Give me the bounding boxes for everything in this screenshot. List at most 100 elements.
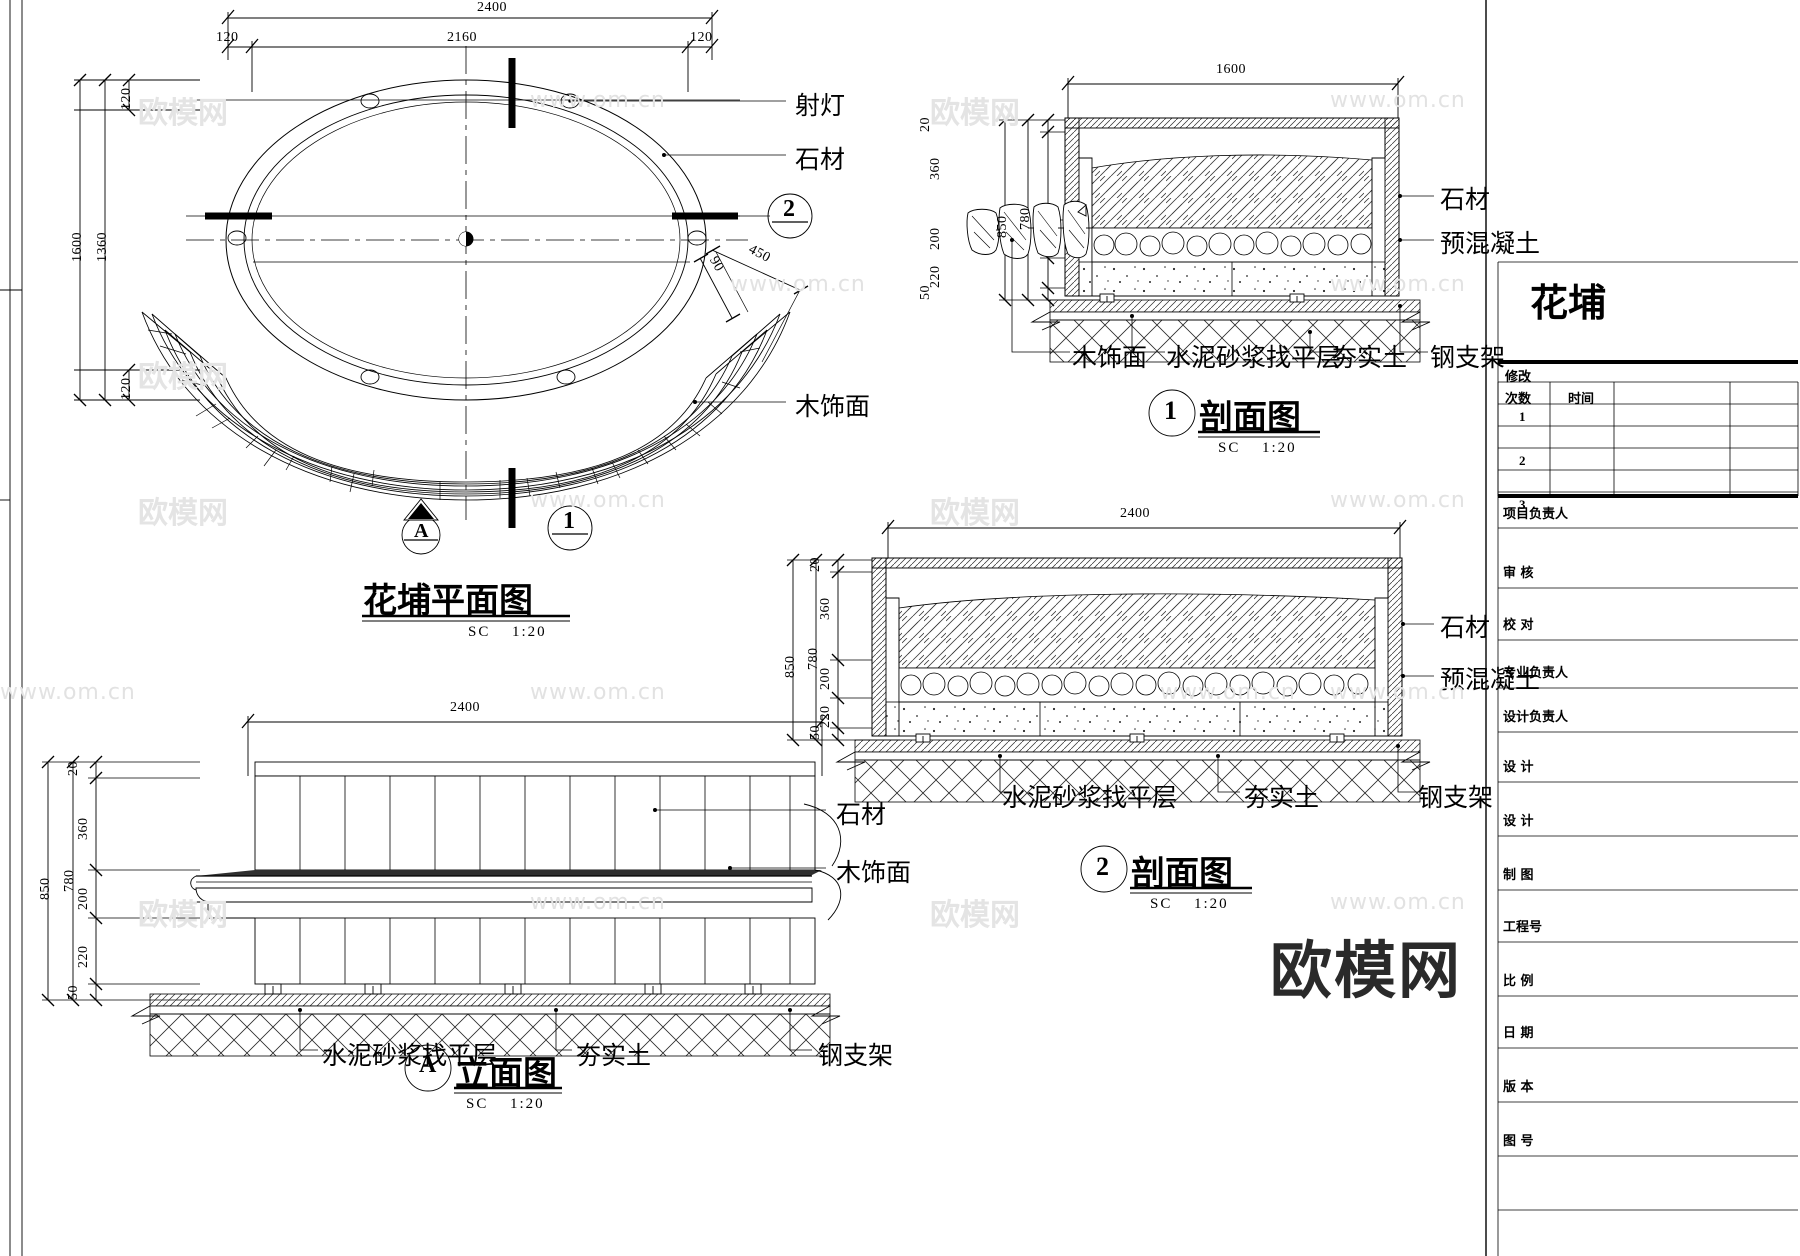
el-dim-20: 20 bbox=[66, 761, 81, 776]
tb-field-pro-lead: 专业负责人 bbox=[1503, 666, 1569, 681]
s2-marker-number[interactable]: 2 bbox=[1096, 852, 1109, 881]
s2-dim-360: 360 bbox=[818, 597, 833, 621]
tb-field-drawing-no: 图 号 bbox=[1503, 1134, 1534, 1149]
tb-field-version: 版 本 bbox=[1503, 1080, 1534, 1095]
el-dim-50: 50 bbox=[66, 985, 81, 1000]
s2-anno-steel: 钢支架 bbox=[1418, 783, 1494, 812]
s1-anno-screed: 水泥砂浆找平层 bbox=[1166, 343, 1342, 372]
plan-anno-stone: 石材 bbox=[795, 145, 846, 174]
s2-dim-20: 20 bbox=[808, 557, 823, 572]
tb-field-scale: 比 例 bbox=[1503, 974, 1534, 989]
s1-dim-1600-text: 1600 bbox=[1216, 62, 1246, 77]
section-1 bbox=[966, 75, 1434, 438]
tb-field-date: 日 期 bbox=[1503, 1026, 1534, 1041]
plan-dim-1600-text: 1600 bbox=[70, 232, 85, 262]
plan-scale-prefix: SC bbox=[468, 624, 491, 640]
plan-dim-120-bot: 120 bbox=[119, 377, 134, 401]
s1-dim-850: 850 bbox=[995, 215, 1010, 239]
s2-planter-body bbox=[871, 557, 1403, 737]
section-2 bbox=[786, 519, 1434, 894]
tb-field-check: 校 对 bbox=[1503, 618, 1534, 633]
s2-scale-prefix: SC bbox=[1150, 896, 1173, 912]
s1-dim-200: 200 bbox=[928, 227, 943, 251]
el-leaders bbox=[297, 808, 826, 1051]
tb-rev-col-no: 次数 bbox=[1505, 392, 1532, 407]
s1-anno-concrete: 预混凝土 bbox=[1440, 229, 1541, 258]
plan-detail-marker-2[interactable]: 2 bbox=[783, 196, 795, 222]
s2-anno-screed: 水泥砂浆找平层 bbox=[1002, 783, 1178, 812]
plan-detail-bubbles bbox=[401, 193, 813, 555]
s2-steel-supports bbox=[915, 733, 1345, 743]
tb-rev-col-time: 时间 bbox=[1568, 392, 1595, 407]
s1-ground bbox=[1030, 293, 1431, 363]
el-marker-a[interactable]: A bbox=[419, 1052, 437, 1078]
tb-field-project-no: 工程号 bbox=[1503, 920, 1543, 935]
s1-steel-supports bbox=[1099, 293, 1305, 303]
tb-rev-row-3: 3 bbox=[1519, 497, 1526, 512]
s1-dim-1600 bbox=[1061, 75, 1405, 122]
plan-dim-step bbox=[693, 245, 809, 363]
el-title: 立面图 bbox=[455, 1054, 557, 1094]
plan-dim-2400 bbox=[221, 9, 719, 60]
s1-anno-steel: 钢支架 bbox=[1430, 343, 1506, 372]
plan-detail-marker-1[interactable]: 1 bbox=[563, 508, 575, 534]
el-dim-2400-text: 2400 bbox=[450, 700, 480, 715]
elevation-a bbox=[41, 713, 842, 1094]
s2-ground bbox=[835, 733, 1431, 803]
s2-anno-stone: 石材 bbox=[1440, 613, 1491, 642]
plan-view-title: 花埔平面图 bbox=[363, 581, 533, 621]
s1-wood-trim bbox=[966, 200, 1092, 259]
plan-dim-1360-text: 1360 bbox=[95, 232, 110, 262]
plan-dim-vertical bbox=[73, 73, 200, 407]
el-dim-vertical bbox=[41, 755, 200, 1007]
plan-dim-120-left: 120 bbox=[216, 30, 239, 45]
s1-dim-20: 20 bbox=[918, 117, 933, 132]
plan-dim-2400-text: 2400 bbox=[477, 0, 507, 15]
plan-dim-120-right: 120 bbox=[690, 30, 713, 45]
s1-marker-number[interactable]: 1 bbox=[1164, 396, 1177, 425]
s2-leaders bbox=[998, 622, 1434, 793]
tb-rev-row-1: 1 bbox=[1519, 409, 1526, 424]
tb-field-design-lead: 设计负责人 bbox=[1503, 710, 1569, 725]
el-anno-screed: 水泥砂浆找平层 bbox=[322, 1041, 498, 1070]
plan-view bbox=[73, 9, 813, 622]
el-body bbox=[190, 761, 842, 985]
s2-anno-concrete: 预混凝土 bbox=[1440, 665, 1541, 694]
el-scale-value: 1:20 bbox=[510, 1096, 545, 1112]
tb-rev-row-2: 2 bbox=[1519, 453, 1526, 468]
s2-dim-200: 200 bbox=[818, 667, 833, 691]
s1-scale-value: 1:20 bbox=[1262, 440, 1297, 456]
s1-planter-body bbox=[1064, 117, 1400, 297]
el-dim-220: 220 bbox=[76, 945, 91, 969]
el-dim-360: 360 bbox=[76, 817, 91, 841]
s1-dim-360: 360 bbox=[928, 157, 943, 181]
el-dim-200: 200 bbox=[76, 887, 91, 911]
watermark-logo: 欧模网 bbox=[1270, 934, 1463, 1007]
s1-dim-50: 50 bbox=[918, 285, 933, 300]
plan-anno-wood: 木饰面 bbox=[795, 392, 871, 421]
tb-field-design-2: 设 计 bbox=[1503, 814, 1534, 829]
s1-dim-780: 780 bbox=[1018, 207, 1033, 231]
s2-title: 剖面图 bbox=[1131, 854, 1233, 894]
sheet-title: 花埔 bbox=[1530, 281, 1607, 325]
tb-revision-header: 修改 bbox=[1505, 370, 1532, 385]
plan-elev-marker-a[interactable]: A bbox=[414, 520, 429, 542]
tb-field-review: 审 核 bbox=[1503, 566, 1534, 581]
s2-dim-2400-text: 2400 bbox=[1120, 506, 1150, 521]
el-dim-2400 bbox=[241, 713, 829, 776]
s1-anno-stone: 石材 bbox=[1440, 185, 1491, 214]
title-block-grid bbox=[1497, 262, 1799, 1256]
el-anno-wood: 木饰面 bbox=[836, 858, 912, 887]
s1-anno-earth: 夯实土 bbox=[1332, 343, 1408, 372]
plan-anno-spotlight: 射灯 bbox=[795, 91, 846, 120]
s2-cobble-layer bbox=[898, 667, 1376, 703]
plan-dim-2160-text: 2160 bbox=[447, 30, 477, 45]
plan-dim-2160 bbox=[221, 38, 719, 92]
el-anno-steel: 钢支架 bbox=[818, 1041, 894, 1070]
s1-anno-wood: 木饰面 bbox=[1072, 343, 1148, 372]
plan-scale-value: 1:20 bbox=[512, 624, 547, 640]
s1-cobble-layer bbox=[1091, 227, 1373, 263]
el-steel-supports bbox=[264, 983, 762, 995]
